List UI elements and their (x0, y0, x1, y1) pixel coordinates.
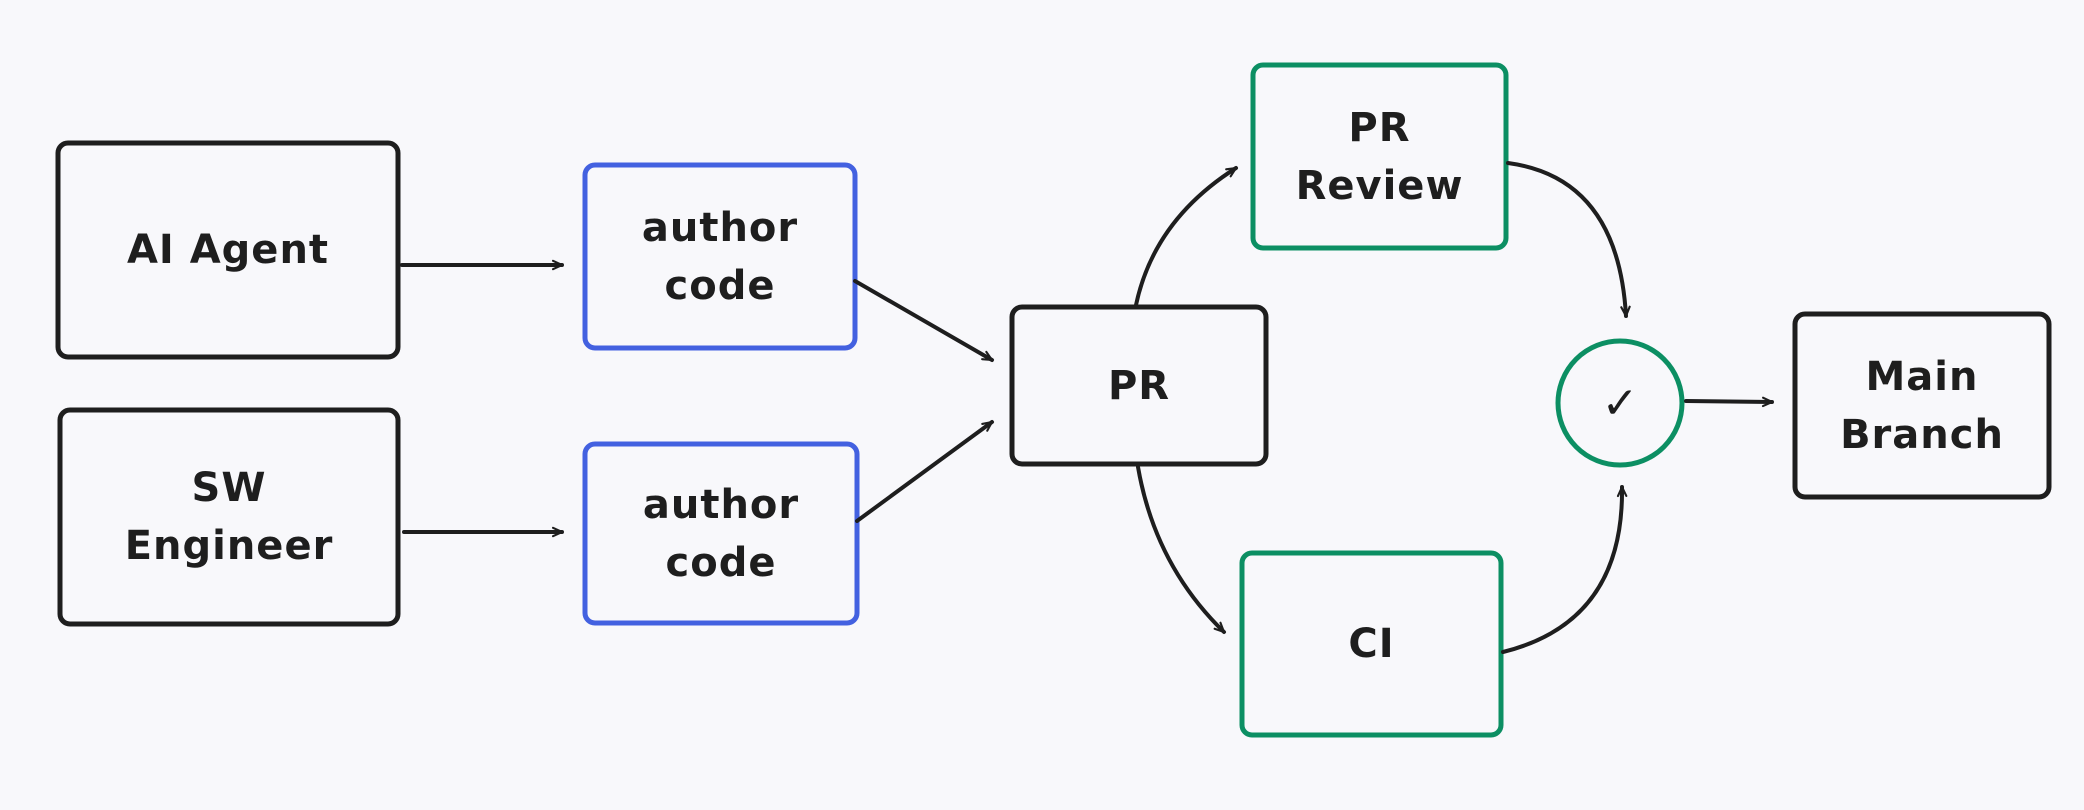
pr-label: PR (1107, 362, 1171, 409)
main-branch-box (1792, 311, 2052, 500)
merge-gate-circle (1555, 338, 1685, 468)
author-code-top-box (582, 162, 858, 351)
author-code-bottom-box (582, 441, 860, 626)
arrow-pr-to-ci (1136, 465, 1226, 634)
arrow-ci-to-merge-gate (1501, 485, 1628, 654)
author-code-top-label: author code (641, 204, 799, 309)
arrow-author-code-top-to-pr (853, 279, 994, 362)
author-code-bottom-label: author code (642, 481, 800, 586)
arrow-merge-gate-to-main-branch (1684, 396, 1774, 408)
checkmark-icon: ✓ (1601, 377, 1639, 429)
arrow-pr-review-to-merge-gate (1506, 161, 1631, 318)
ai-agent-label: AI Agent (126, 227, 330, 273)
ci-box (1239, 550, 1504, 738)
ai-agent-box (55, 140, 401, 360)
main-branch-label: Main Branch (1840, 353, 2004, 458)
pr-review-box (1250, 62, 1509, 251)
sw-engineer-box (57, 407, 401, 627)
sw-engineer-label: SW Engineer (124, 465, 334, 569)
arrow-pr-to-pr-review (1134, 166, 1238, 307)
arrow-author-code-bottom-to-pr (855, 420, 994, 523)
ci-label: CI (1348, 621, 1395, 667)
pr-review-label: PR Review (1295, 104, 1464, 209)
pr-box (1009, 304, 1269, 467)
